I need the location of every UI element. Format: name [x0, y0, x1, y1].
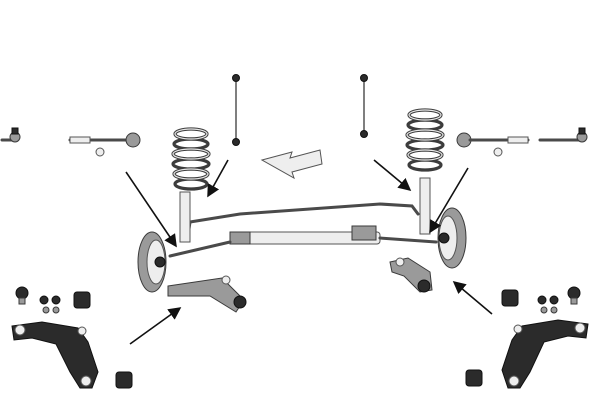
inner-tie-rod-right-icon [456, 132, 530, 157]
direction-arrow-icon [260, 149, 323, 180]
pointer-arrow [125, 171, 177, 248]
pointer-arrow [429, 167, 469, 234]
tie-rod-end-left-icon [0, 127, 21, 143]
pointer-arrows [125, 159, 493, 345]
bushing-left-icon [73, 291, 133, 389]
pointer-arrow [207, 159, 229, 198]
stabilizer-link-right-icon [360, 74, 368, 138]
ball-joint-right-icon [537, 286, 581, 314]
coil-spring-left-icon [171, 127, 211, 191]
coil-spring-right-icon [405, 108, 445, 172]
stabilizer-link-left-icon [232, 74, 240, 146]
axle-assembly-icon [137, 177, 467, 313]
pointer-arrow [373, 159, 412, 192]
ball-joint-left-icon [15, 286, 61, 314]
control-arm-left-icon [11, 321, 99, 389]
inner-tie-rod-left-icon [68, 132, 141, 157]
pointer-arrow [129, 307, 182, 345]
bushing-right-icon [465, 289, 519, 387]
pointer-arrow [452, 280, 493, 315]
control-arm-right-icon [501, 319, 589, 389]
tie-rod-end-right-icon [538, 127, 588, 143]
